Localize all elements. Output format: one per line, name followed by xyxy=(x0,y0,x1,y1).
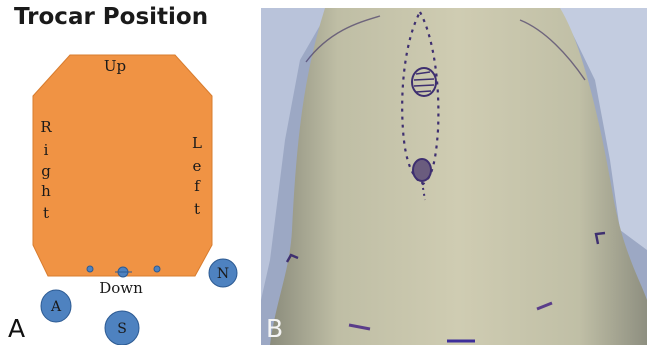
position-s-label: S xyxy=(117,321,127,337)
left-letter: L xyxy=(192,134,202,152)
small-port-right xyxy=(154,266,160,272)
hatch xyxy=(416,91,431,92)
down-label: Down xyxy=(99,279,143,297)
hatch xyxy=(414,79,434,80)
abdomen-photo xyxy=(261,8,647,345)
small-port-left xyxy=(87,266,93,272)
right-letter: g xyxy=(41,162,51,180)
position-a: A xyxy=(41,290,71,322)
panel-label-a: A xyxy=(8,314,25,343)
position-n-label: N xyxy=(217,266,229,282)
right-letter: i xyxy=(44,141,49,159)
left-letter: e xyxy=(193,157,202,175)
right-letter: t xyxy=(43,204,49,222)
position-a-label: A xyxy=(50,299,62,315)
abdomen-octagon xyxy=(33,55,212,276)
hatch xyxy=(414,85,434,86)
position-s: S xyxy=(105,311,139,345)
position-n: N xyxy=(209,259,237,287)
right-letter: h xyxy=(41,182,51,200)
up-label: Up xyxy=(104,57,126,75)
left-letter: t xyxy=(194,200,200,218)
right-letter: R xyxy=(40,118,52,136)
panel-label-b: B xyxy=(266,314,283,343)
umbilicus-mark xyxy=(413,159,431,181)
